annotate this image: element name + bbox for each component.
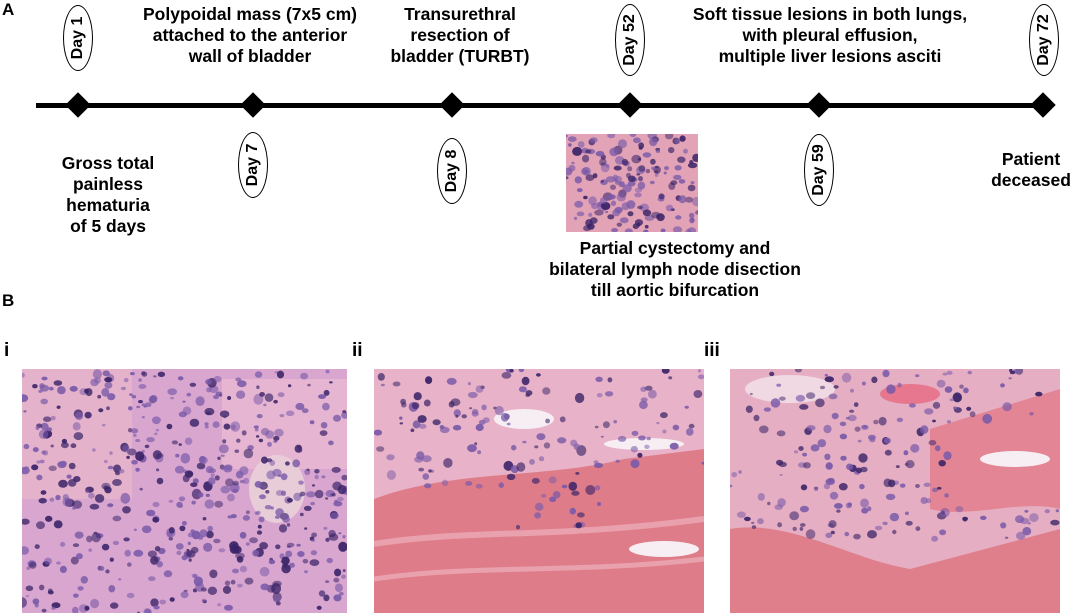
timeline-marker-day52 — [617, 92, 643, 118]
event-day72-text: Patient deceased — [991, 149, 1071, 190]
histology-image-iii-svg — [730, 369, 1060, 613]
event-day8-text: Transurethral resection of bladder (TURB… — [390, 4, 530, 66]
subpanel-label-ii: ii — [352, 340, 363, 361]
event-day1-text: Gross total painless hematuria of 5 days — [61, 153, 155, 236]
histology-image-ii-svg — [374, 369, 704, 613]
event-day52-text: Partial cystectomy and bilateral lymph n… — [549, 238, 801, 300]
subpanel-label-iii: iii — [704, 340, 720, 361]
histology-image-ii — [374, 369, 704, 613]
day-72-oval: Day 72 — [1029, 4, 1059, 76]
timeline-axis — [36, 103, 1048, 108]
timeline-marker-day1 — [65, 92, 91, 118]
histology-image-i-svg — [22, 369, 347, 613]
panel-label-b: B — [2, 291, 15, 310]
panel-label-a: A — [2, 0, 15, 19]
day-7-oval: Day 7 — [238, 132, 268, 198]
histology-thumbnail — [566, 134, 698, 232]
day-59-oval: Day 59 — [804, 134, 834, 206]
day-8-oval: Day 8 — [437, 138, 467, 204]
event-day7-text: Polypoidal mass (7x5 cm) attached to the… — [143, 4, 357, 66]
histology-image-iii — [730, 369, 1060, 613]
day-1-oval: Day 1 — [63, 5, 93, 71]
histology-image-i — [22, 369, 347, 613]
timeline-marker-day8 — [439, 92, 465, 118]
timeline-marker-day72 — [1030, 92, 1056, 118]
event-day59-text: Soft tissue lesions in both lungs, with … — [692, 4, 968, 66]
histology-thumbnail-image — [566, 134, 698, 232]
subpanel-label-i: i — [4, 340, 10, 361]
day-52-oval: Day 52 — [615, 4, 645, 76]
timeline-marker-day7 — [240, 92, 266, 118]
timeline-marker-day59 — [806, 92, 832, 118]
